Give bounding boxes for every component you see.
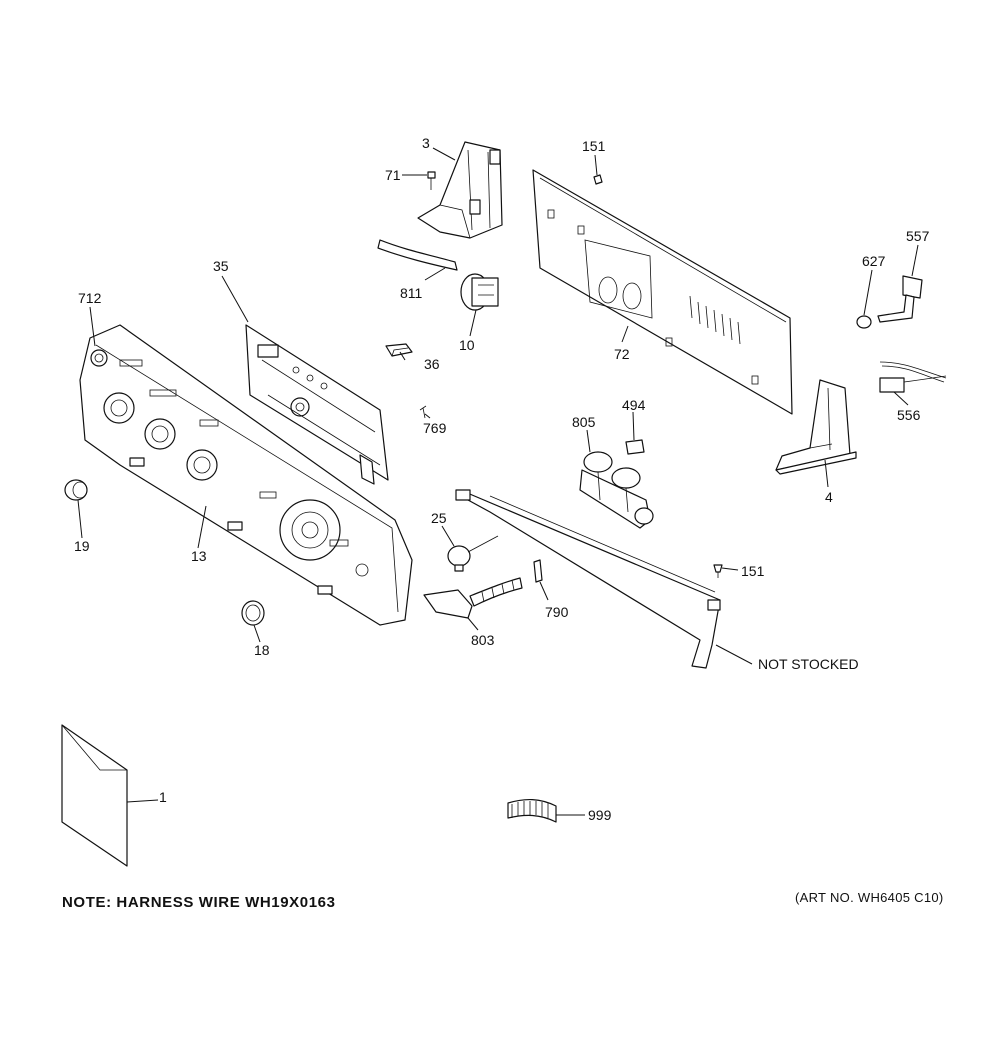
part-557-lid-switch (877, 275, 923, 323)
callout-labels: 3 71 151 811 10 36 35 712 72 627 557 556… (74, 135, 930, 823)
callout-10: 10 (459, 337, 475, 353)
callout-790: 790 (545, 604, 569, 620)
part-18-ring (241, 600, 265, 626)
part-10-pressure-switch (460, 273, 499, 311)
part-19-knob (64, 479, 88, 501)
part-494-connector (625, 439, 645, 455)
part-3-endcap-left (417, 141, 503, 239)
part-151-screw-bottom (713, 564, 723, 578)
callout-803: 803 (471, 632, 495, 648)
callout-627: 627 (862, 253, 886, 269)
leader-lines (77, 147, 919, 816)
control-panel-dials (103, 392, 369, 577)
part-13-control-panel (79, 324, 413, 626)
part-790-clip (533, 559, 543, 583)
callout-712: 712 (78, 290, 102, 306)
part-1-literature (61, 724, 128, 867)
callout-805: 805 (572, 414, 596, 430)
callout-13: 13 (191, 548, 207, 564)
callout-999: 999 (588, 807, 612, 823)
part-bracket-not-stocked (455, 489, 721, 669)
part-712-logo-badge (90, 349, 108, 367)
callout-811: 811 (400, 285, 423, 301)
harness-wire-note: NOTE: HARNESS WIRE WH19X0163 (62, 894, 336, 911)
part-35-control-board (245, 324, 389, 485)
callout-151-bottom: 151 (741, 563, 765, 579)
part-36-connector (385, 343, 413, 357)
callout-35: 35 (213, 258, 229, 274)
callout-3: 3 (422, 135, 430, 151)
callout-25: 25 (431, 510, 447, 526)
rear-panel-vents (689, 295, 741, 345)
callout-72: 72 (614, 346, 630, 362)
part-803-hose-bracket (423, 577, 523, 619)
part-72-rear-panel (532, 169, 793, 415)
callout-556: 556 (897, 407, 921, 423)
part-25-sensor (447, 535, 499, 572)
part-627-cap (856, 315, 872, 329)
callout-557: 557 (906, 228, 930, 244)
part-811-hose (377, 239, 458, 271)
callout-494: 494 (622, 397, 646, 413)
part-4-endcap-right (775, 379, 857, 475)
callout-151-top: 151 (582, 138, 606, 154)
callout-769: 769 (423, 420, 447, 436)
callout-1: 1 (159, 789, 167, 805)
part-71-screw (427, 171, 436, 190)
part-151-screw-top (593, 174, 603, 185)
part-769-clip (419, 405, 427, 419)
part-805-water-valve (579, 451, 654, 529)
part-556-connector (879, 361, 947, 393)
part-999-harness (507, 799, 557, 823)
callout-36: 36 (424, 356, 440, 372)
callout-4: 4 (825, 489, 833, 505)
callout-71: 71 (385, 167, 401, 183)
art-number: (ART NO. WH6405 C10) (795, 890, 944, 905)
callout-19: 19 (74, 538, 90, 554)
callout-18: 18 (254, 642, 270, 658)
callout-not-stocked: NOT STOCKED (758, 656, 859, 672)
